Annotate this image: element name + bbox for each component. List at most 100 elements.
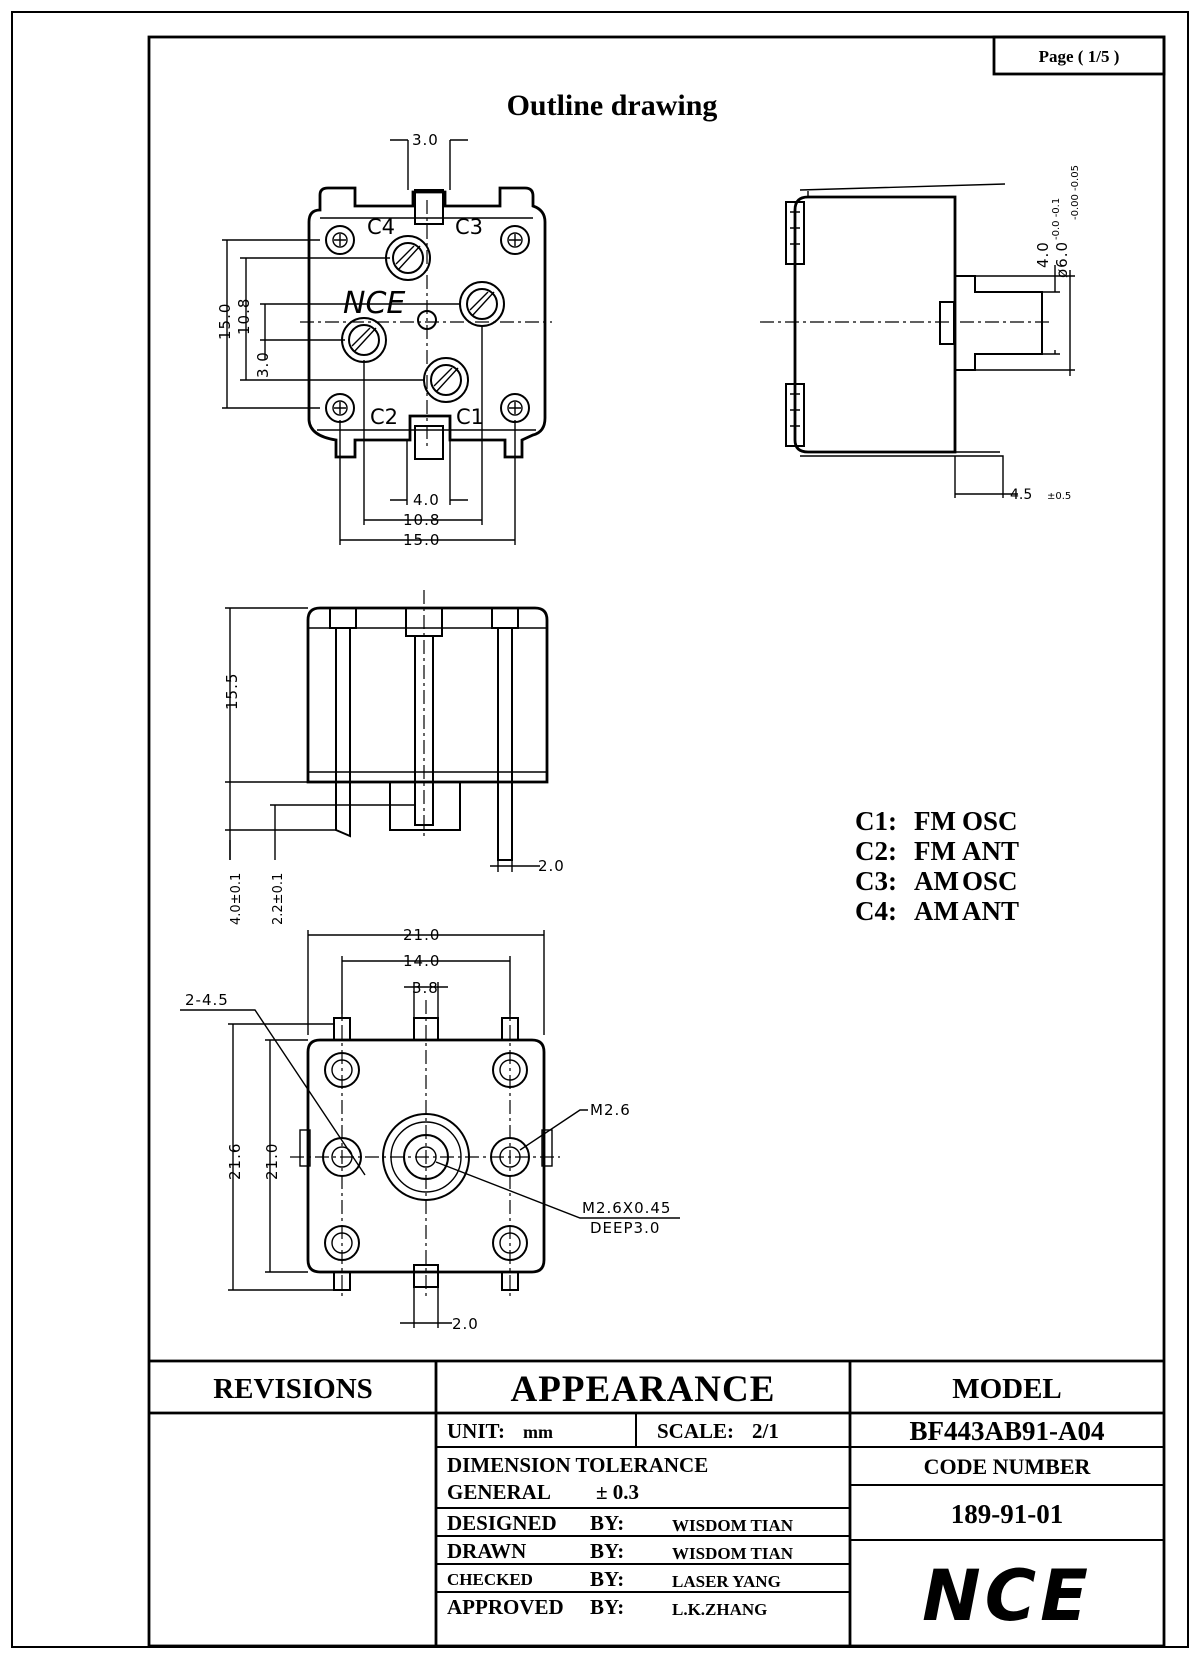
corner-lug-c3 [500, 225, 530, 255]
general-value: ± 0.3 [596, 1480, 639, 1504]
dim-bottom-pin-w-lines [400, 1287, 452, 1328]
legend-func-c1: OSC [962, 806, 1018, 836]
top-view: C4 C3 C2 C1 NCE 3.0 15.0 10.8 3.0 4.0 10… [216, 131, 552, 549]
dim-left-total: 15.0 [216, 303, 234, 340]
top-body-outline [307, 186, 547, 459]
bottom-lug-br [501, 1271, 519, 1291]
title-block-frame [149, 1359, 1164, 1646]
label-c1: C1 [456, 405, 484, 429]
corner-lug-c1 [500, 393, 530, 423]
front-base-block [389, 782, 461, 831]
checked-by: BY: [590, 1567, 624, 1591]
dim-bottom-height-a-lines [228, 1023, 334, 1291]
page-box [992, 35, 1166, 76]
dim-pin-offset: 4.5 [1010, 487, 1032, 503]
dim-bottom-inner: 14.0 [403, 952, 440, 970]
dim-front-pin-b-lines [270, 804, 415, 860]
bottom-notch-right [541, 1129, 553, 1167]
approved-label: APPROVED [447, 1595, 564, 1619]
trimmer-screw-c1 [423, 357, 469, 403]
trimmer-screw-c4 [385, 235, 431, 281]
legend-band-c3: AM [914, 866, 959, 896]
dim-bottom-center: 3.8 [412, 979, 439, 997]
trimmer-screw-c2 [341, 317, 387, 363]
bottom-notch-left [299, 1129, 311, 1167]
bottom-body [306, 1038, 546, 1274]
dim-bottom-total: 15.0 [403, 531, 440, 549]
code-header: CODE NUMBER [924, 1454, 1092, 1479]
bottom-lug-bl [333, 1271, 351, 1291]
dim-front-pin-w: 2.0 [538, 857, 565, 875]
trimmer-screw-c3 [459, 281, 505, 327]
dim-shaft-tol-a: -0.0 -0.1 [1051, 198, 1062, 240]
dim-bottom-inner-lines [341, 956, 511, 1018]
approved-by: BY: [590, 1595, 624, 1619]
model-value: BF443AB91-A04 [910, 1416, 1105, 1446]
code-value: 189-91-01 [951, 1499, 1063, 1529]
front-body [306, 606, 549, 784]
dim-bottom-small-lines [390, 440, 468, 505]
corner-lug-c4 [325, 225, 355, 255]
dim-front-pin-a-lines [225, 829, 336, 860]
dim-pin-offset-lines [954, 456, 1018, 498]
drawn-label: DRAWN [447, 1539, 526, 1563]
dim-front-height: 15.5 [223, 673, 241, 710]
dim-shaft-dia-lines [975, 270, 1075, 376]
side-shaft [955, 275, 1043, 371]
side-view: 4.0 -0.0 -0.1 ø6.0 -0.00 -0.05 4.5 ±0.5 [760, 165, 1081, 503]
dim-bottom-small: 4.0 [413, 491, 440, 509]
dim-bottom-height-b: 21.0 [263, 1143, 281, 1180]
model-header: MODEL [952, 1373, 1062, 1405]
dim-shaft-tol-b: -0.00 -0.05 [1070, 165, 1081, 220]
unit-value: mm [523, 1422, 553, 1442]
drawn-by: BY: [590, 1539, 624, 1563]
dim-pin-offset-tol: ±0.5 [1047, 491, 1071, 502]
revisions-header: REVISIONS [213, 1373, 373, 1405]
checked-label: CHECKED [447, 1570, 533, 1589]
label-c4: C4 [367, 215, 395, 239]
designed-value: WISDOM TIAN [672, 1516, 794, 1535]
dim-left-inner: 10.8 [235, 298, 253, 335]
checked-value: LASER YANG [672, 1572, 781, 1591]
top-center-lines [300, 200, 552, 450]
drawn-value: WISDOM TIAN [672, 1544, 794, 1563]
dim-shaft-dia: ø6.0 [1053, 241, 1071, 278]
side-shaft-collar [939, 301, 955, 345]
legend-id-c1: C1: [855, 806, 897, 836]
dim-left-inner-lines [240, 257, 425, 381]
side-body [793, 195, 957, 454]
legend-band-c4: AM [914, 896, 959, 926]
approved-value: L.K.ZHANG [672, 1600, 767, 1619]
dim-bottom-height-b-lines [265, 1039, 308, 1273]
designed-by: BY: [590, 1511, 624, 1535]
appearance-header: APPEARANCE [511, 1369, 776, 1410]
top-tab-upper [414, 189, 444, 225]
legend-func-c2: ANT [962, 836, 1019, 866]
dim-bottom-width-lines [307, 930, 545, 1035]
legend-band-c2: FM [914, 836, 956, 866]
dim-tap-leader [435, 1161, 680, 1219]
dim-bottom-total-lines [339, 420, 516, 545]
inner-border [147, 35, 1166, 1648]
title-block: REVISIONS APPEARANCE MODEL BF443AB91-A04… [149, 1359, 1164, 1646]
legend-func-c4: ANT [962, 896, 1019, 926]
dim-top-width-lines [390, 139, 468, 190]
legend-id-c4: C4: [855, 896, 897, 926]
bottom-center-lines [290, 1000, 560, 1300]
label-c2: C2 [370, 405, 398, 429]
legend-id-c2: C2: [855, 836, 897, 866]
dim-screw: M2.6 [590, 1101, 631, 1119]
label-c3: C3 [455, 215, 483, 239]
legend-func-c3: OSC [962, 866, 1018, 896]
tolerance-label: DIMENSION TOLERANCE [447, 1453, 708, 1477]
drawing-title: Outline drawing [507, 89, 718, 122]
dim-left-small-lines [260, 303, 460, 360]
dim-bottom-mid: 10.8 [403, 511, 440, 529]
company-logo: NCE [922, 1555, 1092, 1637]
dim-holes: 2-4.5 [185, 991, 229, 1009]
dim-bottom-pin-w: 2.0 [452, 1315, 479, 1333]
bottom-view: 21.0 14.0 3.8 2-4.5 M2.6 M2.6X0.45 DEEP3… [180, 926, 680, 1333]
page-label: Page ( 1/5 ) [1039, 47, 1120, 66]
dim-front-pin-b: 2.2±0.1 [271, 873, 286, 925]
